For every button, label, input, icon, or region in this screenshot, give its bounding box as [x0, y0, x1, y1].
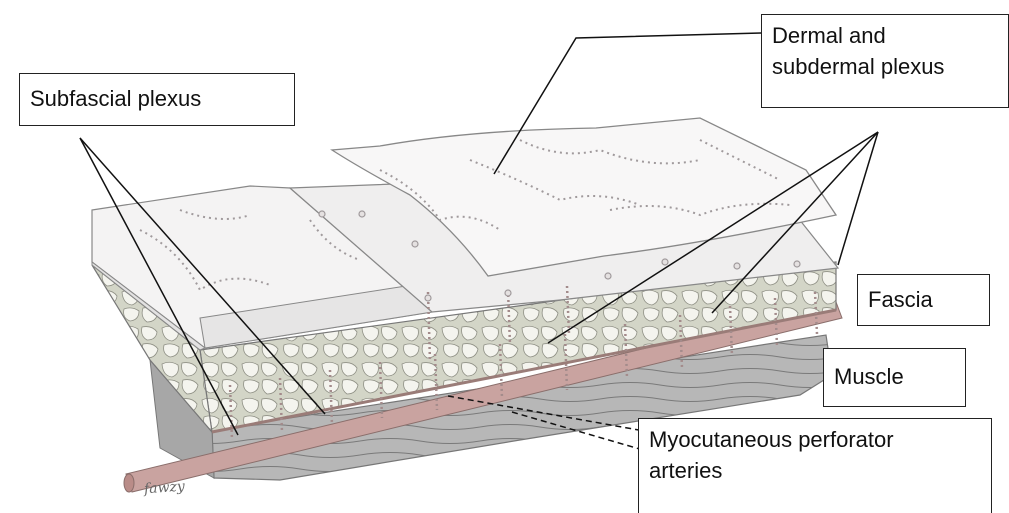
- label-dermal-line1: Dermal and: [772, 20, 998, 51]
- label-perforator-line1: Myocutaneous perforator: [649, 424, 981, 455]
- label-muscle: Muscle: [823, 348, 966, 407]
- label-subfascial-text: Subfascial plexus: [30, 79, 284, 119]
- label-perforator-line2: arteries: [649, 455, 981, 486]
- label-fascia: Fascia: [857, 274, 990, 326]
- label-dermal-line2: subdermal plexus: [772, 51, 998, 82]
- label-subfascial-plexus: Subfascial plexus: [19, 73, 295, 126]
- artery-end: [124, 474, 134, 492]
- label-muscle-text: Muscle: [834, 354, 955, 400]
- label-fascia-text: Fascia: [868, 280, 979, 320]
- label-dermal-subdermal-plexus: Dermal and subdermal plexus: [761, 14, 1009, 108]
- label-myocutaneous-perforator-arteries: Myocutaneous perforator arteries: [638, 418, 992, 513]
- artist-signature: fawzy: [143, 479, 185, 498]
